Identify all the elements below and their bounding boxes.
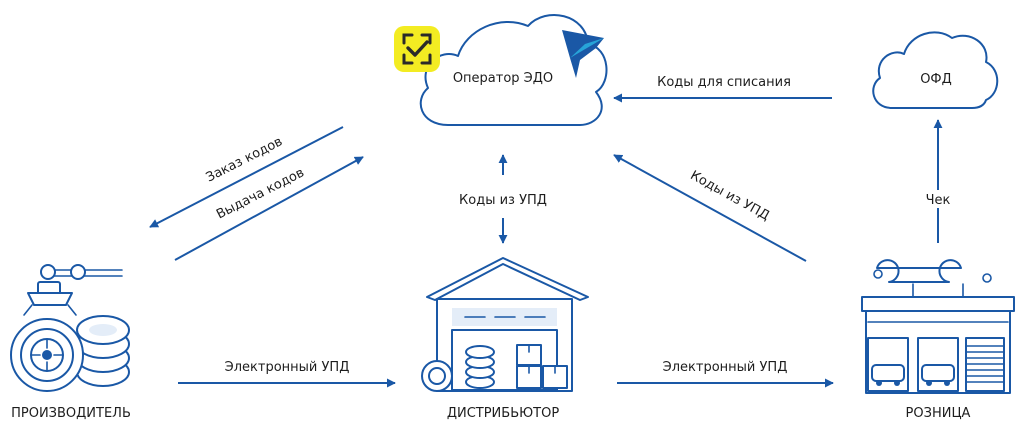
cloud-icon (872, 31, 999, 109)
edo-label: Оператор ЭДО (453, 71, 553, 86)
bird-logo-icon (562, 30, 604, 78)
codes-upd-center-label: Коды из УПД (459, 193, 547, 208)
write-off-label: Коды для списания (657, 75, 791, 90)
issue-codes-arrow (174, 156, 364, 261)
ofd-cloud: ОФД (872, 31, 999, 109)
manufacturer-label: ПРОИЗВОДИТЕЛЬ (11, 406, 131, 421)
codes-upd-right-arrow (613, 154, 807, 262)
order-codes-arrow (149, 126, 344, 228)
distributor-label: ДИСТРИБЬЮТОР (447, 406, 560, 421)
ofd-label: ОФД (920, 72, 952, 87)
robot-arm-icon (23, 264, 123, 316)
manufacturer-icon: ПРОИЗВОДИТЕЛЬ (10, 264, 131, 421)
wrench-icon (873, 259, 992, 298)
warehouse-icon: ДИСТРИБЬЮТОР (421, 257, 589, 421)
check-logo-icon (394, 26, 440, 72)
cloud-icon (419, 14, 608, 126)
upd-left-label: Электронный УПД (225, 360, 350, 375)
upd-right-label: Электронный УПД (663, 360, 788, 375)
receipt-label: Чек (926, 193, 951, 208)
tires-icon (10, 315, 130, 392)
edo-cloud: Оператор ЭДО (419, 14, 608, 126)
store-icon: РОЗНИЦА (861, 259, 1015, 421)
retail-label: РОЗНИЦА (906, 406, 971, 421)
codes-upd-right-label: Коды из УПД (688, 168, 772, 224)
